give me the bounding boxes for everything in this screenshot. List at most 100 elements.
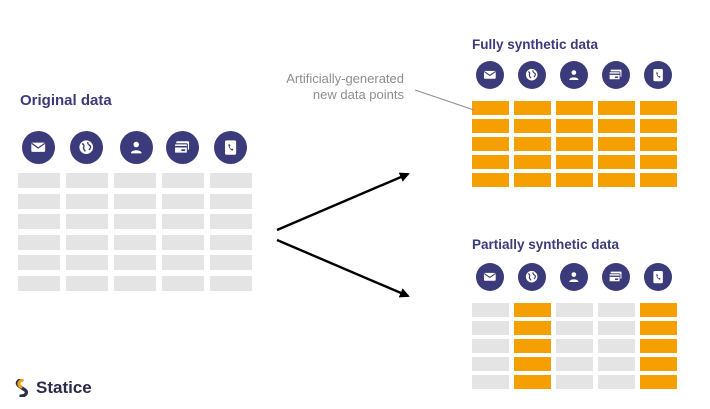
real-cell	[472, 375, 509, 389]
real-cell	[114, 173, 156, 188]
globe-icon	[70, 131, 103, 164]
synthetic-cell	[514, 375, 551, 389]
real-cell	[598, 339, 635, 353]
annotation-line-2: new data points	[312, 87, 404, 102]
real-cell	[556, 375, 593, 389]
real-cell	[18, 214, 60, 229]
arrow-to-fully-synthetic	[276, 172, 410, 232]
person-icon	[560, 61, 588, 89]
synthetic-cell	[514, 119, 551, 133]
synthetic-cell	[640, 101, 677, 115]
logo-text: Statice	[36, 378, 92, 397]
person-icon	[560, 263, 588, 291]
synthetic-cell	[514, 137, 551, 151]
real-cell	[162, 255, 204, 270]
real-cell	[162, 193, 204, 209]
real-cell	[66, 275, 108, 291]
synthetic-cell	[514, 101, 551, 115]
synthetic-cell	[598, 119, 635, 133]
annotation-leader-line	[414, 89, 475, 111]
real-cell	[598, 303, 635, 317]
annotation-label: Artificially-generated new data points	[286, 71, 404, 103]
real-cell	[114, 275, 156, 291]
synthetic-cell	[556, 173, 593, 187]
phone-icon	[644, 263, 672, 291]
real-cell	[66, 234, 108, 250]
real-cell	[18, 193, 60, 209]
real-cell	[556, 303, 593, 317]
real-cell	[18, 255, 60, 270]
real-cell	[598, 321, 635, 335]
synthetic-cell	[472, 119, 509, 133]
real-cell	[556, 321, 593, 335]
real-cell	[162, 214, 204, 229]
synthetic-cell	[556, 119, 593, 133]
globe-icon	[518, 61, 546, 89]
synthetic-cell	[514, 339, 551, 353]
phone-icon	[214, 131, 247, 164]
phone-icon	[644, 61, 672, 89]
real-cell	[598, 375, 635, 389]
real-cell	[472, 321, 509, 335]
real-cell	[162, 234, 204, 250]
real-cell	[472, 357, 509, 371]
real-cell	[114, 255, 156, 270]
synthetic-cell	[472, 173, 509, 187]
credit-card-icon	[602, 61, 630, 89]
synthetic-cell	[640, 357, 677, 371]
globe-icon	[518, 263, 546, 291]
real-cell	[162, 275, 204, 291]
synthetic-cell	[640, 137, 677, 151]
real-cell	[210, 214, 252, 229]
synthetic-cell	[556, 155, 593, 169]
statice-logo-icon	[15, 379, 28, 397]
real-cell	[210, 193, 252, 209]
synthetic-cell	[556, 101, 593, 115]
synthetic-cell	[472, 155, 509, 169]
person-icon	[120, 131, 153, 164]
real-cell	[210, 234, 252, 250]
synthetic-cell	[640, 339, 677, 353]
synthetic-cell	[514, 303, 551, 317]
synthetic-cell	[598, 173, 635, 187]
synthetic-cell	[514, 155, 551, 169]
real-cell	[66, 255, 108, 270]
synthetic-cell	[514, 173, 551, 187]
synthetic-cell	[598, 101, 635, 115]
synthetic-cell	[640, 321, 677, 335]
partially-synthetic-icon-row	[476, 263, 686, 291]
real-cell	[210, 255, 252, 270]
synthetic-cell	[598, 137, 635, 151]
synthetic-cell	[472, 137, 509, 151]
arrow-to-partially-synthetic	[276, 238, 410, 298]
synthetic-cell	[640, 119, 677, 133]
mail-icon	[476, 263, 504, 291]
credit-card-icon	[602, 263, 630, 291]
real-cell	[210, 275, 252, 291]
fully-synthetic-title: Fully synthetic data	[472, 37, 599, 52]
synthetic-cell	[598, 155, 635, 169]
synthetic-cell	[514, 321, 551, 335]
real-cell	[18, 275, 60, 291]
statice-logo: Statice	[14, 378, 92, 398]
synthetic-cell	[640, 375, 677, 389]
real-cell	[18, 173, 60, 188]
synthetic-cell	[640, 303, 677, 317]
original-data-title: Original data	[20, 92, 112, 109]
annotation-line-1: Artificially-generated	[286, 71, 404, 86]
synthetic-cell	[640, 155, 677, 169]
synthetic-cell	[514, 357, 551, 371]
real-cell	[472, 339, 509, 353]
real-cell	[18, 234, 60, 250]
real-cell	[556, 339, 593, 353]
real-cell	[114, 193, 156, 209]
synthetic-cell	[640, 173, 677, 187]
mail-icon	[22, 131, 55, 164]
original-icon-row	[22, 131, 262, 164]
real-cell	[66, 214, 108, 229]
partially-synthetic-title: Partially synthetic data	[472, 237, 620, 252]
real-cell	[556, 357, 593, 371]
real-cell	[598, 357, 635, 371]
real-cell	[210, 173, 252, 188]
